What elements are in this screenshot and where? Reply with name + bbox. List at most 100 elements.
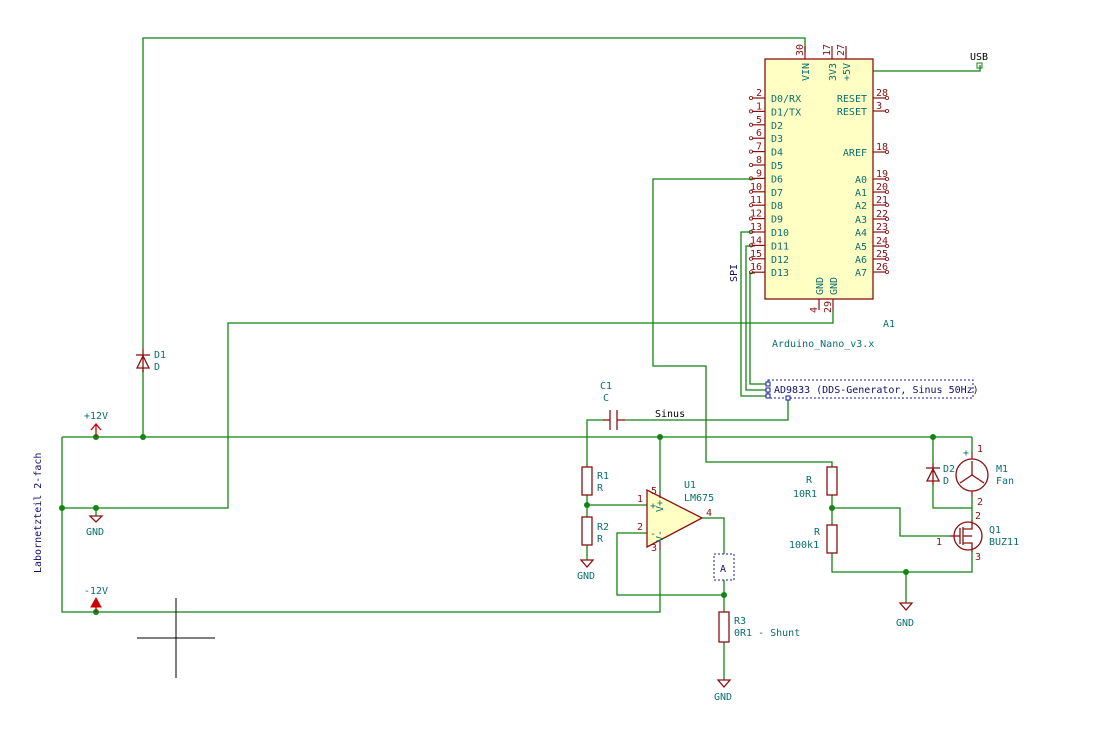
fan-blade-icon	[959, 474, 973, 484]
u1-vplus-label: V+	[655, 500, 666, 512]
m1-ref: M1	[996, 464, 1008, 475]
resistor-r3[interactable]: R3 0R1 - Shunt	[718, 611, 800, 643]
pin-end-icon	[749, 216, 754, 221]
resistor-10r1[interactable]: R 10R1	[793, 466, 838, 500]
power-gnd-left[interactable]: GND	[86, 515, 104, 538]
fan-plus: +	[963, 448, 969, 459]
c1-ref: C1	[600, 381, 612, 392]
arduino-pin-num: 29	[823, 301, 834, 313]
ad9833-label[interactable]: AD9833 (DDS-Generator, Sinus 50Hz)	[765, 379, 979, 401]
arduino-pin-name: A6	[855, 255, 867, 266]
pin-end-icon	[749, 136, 754, 141]
arduino-pin-name: A3	[855, 215, 867, 226]
arduino-pin-name: D9	[771, 215, 783, 226]
q1-drain	[963, 520, 973, 530]
diode-d1[interactable]: D1 D	[135, 349, 166, 373]
ammeter-box	[713, 553, 735, 581]
gnd-shunt[interactable]: GND	[714, 679, 732, 703]
resistor-r2[interactable]: R2 R	[581, 516, 609, 546]
capacitor-c1[interactable]: C1 C	[600, 381, 625, 430]
junction-dot	[903, 569, 909, 575]
r3-value: 0R1 - Shunt	[734, 628, 800, 639]
ammeter[interactable]: A	[713, 553, 735, 581]
arduino-left-pins: 2D0/RX1D1/TX5D26D37D48D59D610D711D812D91…	[749, 88, 801, 279]
resistor-r1[interactable]: R1 R	[581, 466, 609, 496]
wire-to-gate	[832, 507, 950, 537]
u1-minus-sign: -	[650, 529, 656, 540]
arduino-pin-num: 13	[750, 222, 762, 233]
arduino-pin-num: 27	[836, 44, 847, 56]
wire-feedback	[616, 532, 724, 596]
arduino-pin-num: 30	[795, 44, 806, 56]
pin-end-icon	[885, 176, 890, 181]
plus12-label: +12V	[84, 411, 108, 422]
gnd-r2-label: GND	[577, 571, 595, 582]
mosfet-q1[interactable]: 1 2 3 Q1 BUZ11	[936, 511, 1019, 563]
c1-value: C	[603, 393, 609, 404]
power-plus12[interactable]: +12V	[84, 411, 108, 437]
arduino-pin-num: 16	[750, 262, 762, 273]
gnd-shunt-label: GND	[714, 692, 732, 703]
arduino-pin-num: 5	[756, 115, 762, 126]
r2-body	[581, 516, 593, 546]
junction-dot	[93, 505, 99, 511]
junctions	[59, 434, 936, 615]
fan-m1[interactable]: + 1 2 M1 Fan	[955, 444, 1014, 508]
u1-pin2-num: 2	[637, 522, 643, 533]
spi-label: SPI	[729, 264, 740, 282]
pin-end-icon	[749, 256, 754, 261]
gnd-symbol-icon	[88, 515, 104, 523]
r100-ref: R	[814, 527, 821, 538]
arduino-pin-num: 14	[750, 235, 762, 246]
pin-end-icon	[749, 176, 754, 181]
arduino-value: Arduino_Nano_v3.x	[772, 339, 874, 350]
arduino-pin-num: 17	[822, 44, 833, 56]
arduino-pin-num: 21	[876, 195, 888, 206]
power-minus12[interactable]: -12V	[84, 586, 108, 612]
arduino-pin-name: 3V3	[828, 63, 839, 81]
wire-spi-d10	[740, 231, 768, 397]
arduino-pin-name: D12	[771, 255, 789, 266]
junction-dot	[59, 505, 65, 511]
arduino-right-pins: 28RESET3RESET18AREF19A020A121A222A323A42…	[837, 88, 890, 279]
resistor-100k1[interactable]: R 100k1	[789, 524, 838, 554]
arduino-ref: A1	[883, 319, 895, 330]
junction-dot	[829, 505, 835, 511]
pin-end-icon	[749, 189, 754, 194]
usb-label[interactable]: USB	[970, 52, 988, 69]
u1-pin5-num: 5	[651, 486, 657, 497]
gnd-right[interactable]: GND	[896, 602, 914, 629]
arduino-pin-name: D1/TX	[771, 107, 801, 118]
ad9833-pin-marker	[765, 393, 771, 399]
arduino-nano[interactable]: 2D0/RX1D1/TX5D26D37D48D59D610D711D812D91…	[749, 44, 895, 350]
d1-ref: D1	[154, 350, 166, 361]
arduino-pin-name: D0/RX	[771, 94, 801, 105]
r3-ref: R3	[734, 616, 746, 627]
u1-vminus-label: V-	[655, 530, 666, 542]
junction-dot	[930, 434, 936, 440]
arduino-pin-name: A0	[855, 175, 867, 186]
wire-vin	[142, 37, 806, 349]
pin-end-icon	[749, 96, 754, 101]
wire-d2-bottom	[932, 485, 972, 509]
junction-dot	[140, 434, 146, 440]
pin-end-icon	[885, 269, 890, 274]
opamp-u1[interactable]: 1 2 3 4 5 + - V+ V- U1 LM675	[637, 480, 714, 554]
arduino-pin-name: D4	[771, 148, 783, 159]
arduino-pin-num: 18	[876, 142, 888, 153]
diode-d2[interactable]: D2 D	[925, 463, 955, 487]
pin-end-icon	[749, 109, 754, 114]
arduino-pin-name: D6	[771, 174, 783, 185]
fan-pin2: 2	[977, 497, 983, 508]
pin-end-icon	[749, 162, 754, 167]
u1-triangle	[646, 488, 704, 549]
wire-d6	[652, 178, 833, 467]
gnd-r2[interactable]: GND	[577, 559, 595, 582]
wire-sinus	[625, 398, 789, 421]
pin-end-icon	[749, 270, 754, 275]
arduino-pin-name: D3	[771, 134, 783, 145]
wire-spi-d11	[745, 245, 768, 391]
